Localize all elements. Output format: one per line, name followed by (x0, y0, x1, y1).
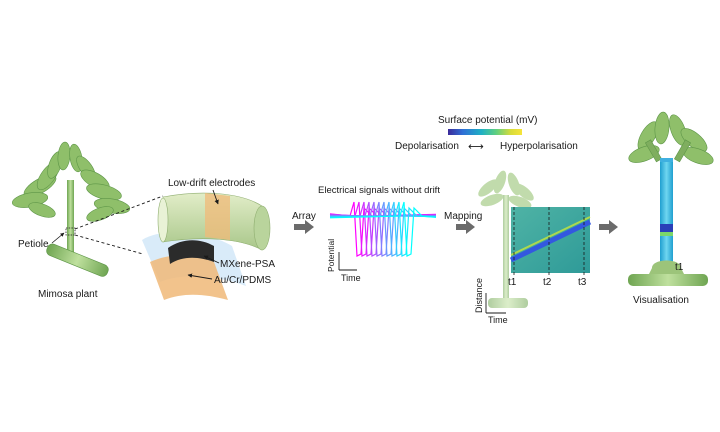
visualisation-depolarisation-band (660, 224, 673, 232)
signal-trace (329, 201, 437, 257)
mimosa-plant-illustration: Petiole Mimosa plant (11, 141, 164, 300)
low-drift-electrode-tube (157, 192, 271, 251)
petiole-label: Petiole (18, 239, 49, 250)
t2-label: t2 (543, 277, 552, 288)
bidirectional-arrow-icon: ⟷ (468, 141, 484, 153)
visualisation-stem (660, 160, 673, 264)
time-axis-label: Time (341, 273, 361, 283)
petiole-marker (65, 227, 76, 236)
mapping-label: Mapping (444, 211, 482, 222)
visualisation-node (647, 260, 686, 278)
colorbar-gradient (448, 129, 522, 135)
t1-label: t1 (508, 277, 517, 288)
surface-potential-colorbar: Surface potential (mV) Depolarisation ⟷ … (395, 115, 578, 153)
zoom-line-bottom (74, 234, 144, 255)
mapping-arrow (456, 220, 475, 234)
mxene-psa-label: MXene-PSA (220, 259, 275, 270)
t3-label: t3 (578, 277, 587, 288)
signal-trace (329, 201, 437, 257)
potential-axis-label: Potential (326, 239, 336, 272)
signal-traces (329, 201, 437, 257)
depolarisation-label: Depolarisation (395, 141, 459, 152)
mimosa-stem (67, 180, 74, 260)
signal-trace (329, 201, 437, 257)
distance-axis-label: Distance (474, 278, 484, 313)
electrode-illustration: Low-drift electrodes MXene-PSA Au/Cr/PDM… (142, 178, 275, 300)
mxene-psa-layer (168, 240, 214, 264)
visualisation-hyperpolarisation-band (660, 232, 673, 236)
petiole-arrow (51, 232, 65, 244)
au-cr-pdms-arrow (187, 273, 213, 280)
mapping-panel: t1 t2 t3 Distance Time (474, 170, 592, 325)
visualisation-stem-top (660, 158, 673, 162)
visualisation-panel: t1 Visualisation (628, 111, 714, 306)
mapping-faded-plant (478, 170, 534, 308)
mimosa-base-stem (46, 243, 109, 277)
mxene-arrow (203, 255, 220, 264)
visualisation-base-stem (628, 274, 708, 286)
visualisation-t1-label: t1 (675, 262, 684, 273)
heatmap-depolarisation-band (509, 219, 592, 263)
visualisation-arrow (599, 220, 618, 234)
array-arrow (294, 220, 314, 234)
heatmap-hyperpolarisation-band (510, 216, 591, 256)
zoom-line-top (74, 195, 164, 230)
electrode-arrow (212, 189, 219, 205)
colorbar-title: Surface potential (mV) (438, 115, 538, 126)
mimosa-plant-label: Mimosa plant (38, 289, 98, 300)
mimosa-leaves (11, 141, 131, 222)
electrical-signals-panel: Electrical signals without drift Potenti… (318, 185, 440, 283)
electrical-signals-label: Electrical signals without drift (318, 185, 440, 196)
map-time-axis-label: Time (488, 315, 508, 325)
array-label: Array (292, 211, 316, 222)
signal-trace (329, 201, 437, 257)
au-cr-pdms-label: Au/Cr/PDMS (214, 275, 272, 286)
visualisation-label: Visualisation (633, 295, 689, 306)
low-drift-electrodes-label: Low-drift electrodes (168, 178, 255, 189)
signal-trace (329, 201, 437, 257)
visualisation-plant-top (628, 111, 714, 165)
hyperpolarisation-label: Hyperpolarisation (500, 141, 578, 152)
